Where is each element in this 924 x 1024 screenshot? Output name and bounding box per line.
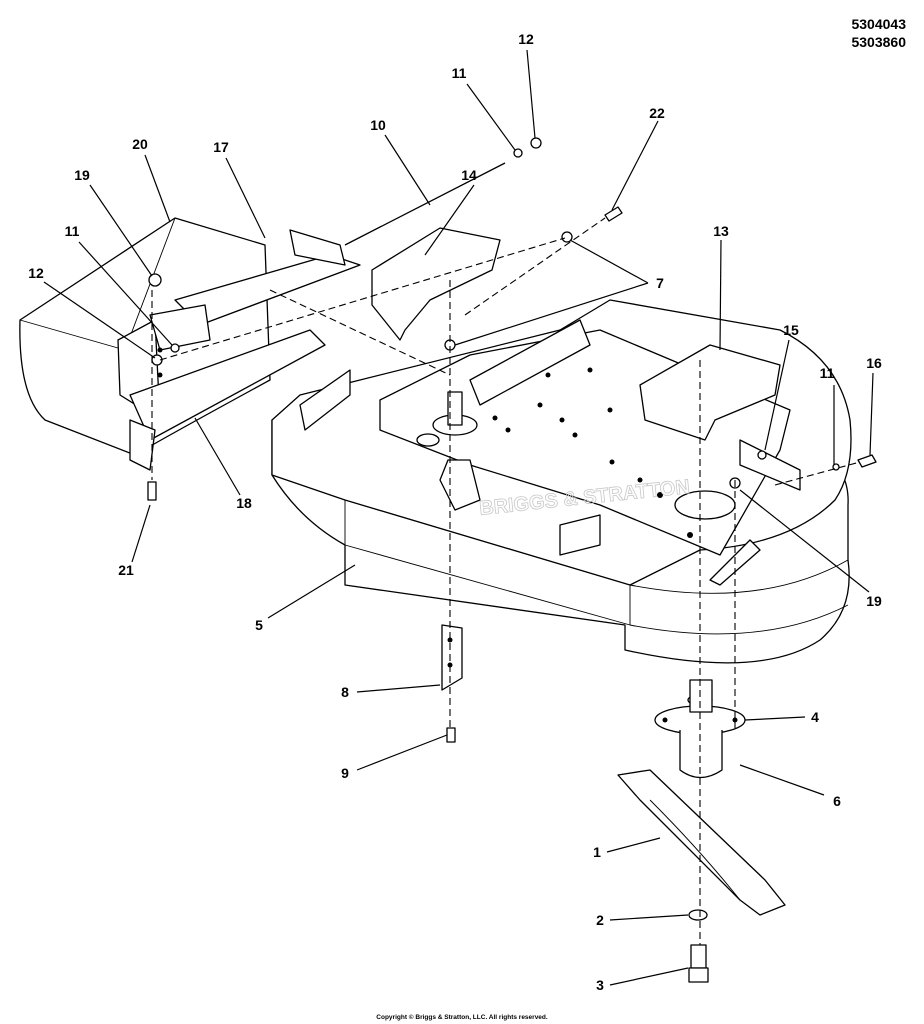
screw-9: [446, 727, 456, 743]
callout-15: 15: [783, 322, 799, 338]
callout-4: 4: [811, 709, 819, 725]
callout-1: 1: [593, 844, 601, 860]
belt-guard-14: [371, 227, 501, 341]
washer-11-top: [513, 148, 523, 158]
callout-13: 13: [713, 223, 729, 239]
callout-6: 6: [833, 793, 841, 809]
callout-8: 8: [341, 684, 349, 700]
spindle-assembly: [654, 679, 746, 779]
callout-22: 22: [649, 105, 665, 121]
callout-2: 2: [596, 912, 604, 928]
callout-12-left: 12: [28, 265, 44, 281]
callout-14: 14: [461, 167, 477, 183]
callout-11-top: 11: [452, 65, 467, 81]
callout-12-top: 12: [518, 31, 534, 47]
callout-10: 10: [370, 117, 386, 133]
adjustment-rod: [344, 162, 506, 246]
leader-lines: [43, 49, 874, 986]
copyright-notice: Copyright © Briggs & Stratton, LLC. All …: [376, 1014, 548, 1021]
callout-7: 7: [656, 275, 664, 291]
callout-17: 17: [213, 139, 229, 155]
nut-15: [757, 450, 767, 460]
washer-11-left: [170, 343, 180, 353]
callout-20: 20: [132, 136, 148, 152]
callout-21: 21: [118, 562, 134, 578]
blade-bolt: [690, 944, 707, 969]
deck-slots: [492, 367, 693, 538]
anti-scalp-bracket: [441, 624, 463, 691]
callout-11-left: 11: [65, 223, 80, 239]
callout-18: 18: [236, 495, 252, 511]
callout-16: 16: [866, 355, 882, 371]
callout-5: 5: [255, 617, 263, 633]
nut-19-left: [148, 273, 162, 287]
assembly-lines: [151, 217, 861, 945]
callout-19-right: 19: [866, 593, 882, 609]
part-number-1: 5304043: [851, 16, 906, 32]
bolt-22: [604, 206, 623, 222]
mower-deck: BRIGGS & STRATTON: [271, 299, 852, 664]
bolt-16: [857, 454, 877, 468]
part-number-2: 5303860: [851, 34, 906, 50]
screw-21: [147, 481, 157, 501]
callout-9: 9: [341, 765, 349, 781]
callout-11-right: 11: [820, 365, 835, 381]
callout-19-left: 19: [74, 167, 90, 183]
nut-12-top: [530, 137, 542, 149]
belt-cover-assembly: [19, 217, 361, 471]
nut-7-top: [561, 231, 573, 243]
callout-3: 3: [596, 977, 604, 993]
blade: [617, 769, 786, 916]
washer: [688, 909, 708, 921]
callouts: 1 2 3 4 5 6 7 8 9 10 11 11 11 12 12 13 1…: [28, 31, 882, 993]
belt-guard-13: [639, 344, 781, 441]
